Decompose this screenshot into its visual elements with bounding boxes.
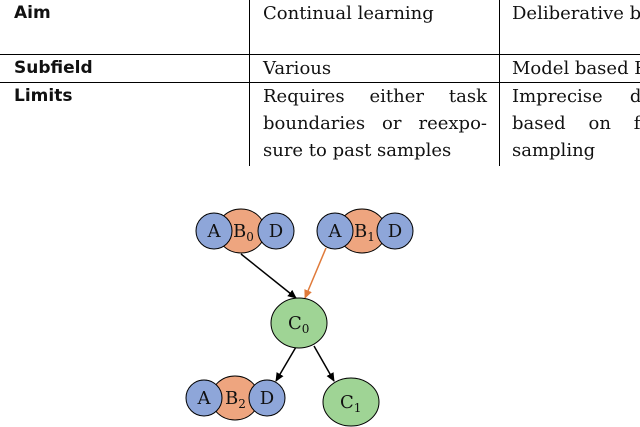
table-vrule-2c xyxy=(499,82,500,166)
row-header-limits: Limits xyxy=(14,86,73,106)
node-c1-sub: 1 xyxy=(354,401,362,415)
cell-subfield-col1: Various xyxy=(263,58,332,79)
node-d-label: D xyxy=(269,221,283,242)
node-d-label: D xyxy=(388,221,402,242)
node-c1-main: C xyxy=(340,392,354,413)
table-rule-2 xyxy=(0,82,640,83)
cell-limits-col1-line2: boundaries or reexpo- xyxy=(263,113,487,134)
node-b2-label: B2 xyxy=(225,388,246,411)
node-a-label: A xyxy=(197,388,212,409)
cell-limits-col1-line1: Requires either task xyxy=(263,86,487,107)
cell-aim-col1: Continual learning xyxy=(263,3,434,24)
node-d-label: D xyxy=(260,388,274,409)
node-c1: C1 xyxy=(322,377,380,427)
node-c0-main: C xyxy=(288,313,302,334)
node-b0-sub: 0 xyxy=(246,230,254,244)
table-vrule-2b xyxy=(499,54,500,82)
cell-subfield-col2: Model based R xyxy=(512,58,640,79)
cell-limits-col2-line3: sampling xyxy=(512,140,596,161)
cell-aim-col2: Deliberative b xyxy=(512,3,640,24)
table-vrule-1b xyxy=(249,54,250,82)
node-c0-label: C0 xyxy=(288,313,309,336)
table-vrule-2a xyxy=(499,0,500,54)
row-header-subfield: Subfield xyxy=(14,58,93,78)
table-rule-1 xyxy=(0,54,640,55)
node-a-label: A xyxy=(207,221,222,242)
node-c0: C0 xyxy=(270,297,328,349)
node-b1-label: B1 xyxy=(354,221,375,244)
node-group-abd-1: A D B1 xyxy=(316,208,414,254)
cell-limits-col2-line1: Imprecise de xyxy=(512,86,640,107)
node-b0-label: B0 xyxy=(233,221,254,244)
node-a-label: A xyxy=(328,221,343,242)
dependency-diagram: A D B0 A D B1 C0 xyxy=(0,170,640,427)
node-group-abd-0: A D B0 xyxy=(195,208,295,254)
edge-g2-c0 xyxy=(304,247,327,299)
node-d-circle xyxy=(248,379,286,417)
node-a-circle xyxy=(316,212,354,250)
diagram-svg: A D B0 A D B1 C0 xyxy=(185,208,414,427)
node-a-circle xyxy=(185,379,223,417)
node-b2-sub: 2 xyxy=(238,397,246,411)
cell-limits-col2-line2: based on fu xyxy=(512,113,640,134)
node-d-circle xyxy=(376,212,414,250)
node-b1-main: B xyxy=(354,221,367,242)
edge-c0-g3 xyxy=(275,346,297,382)
node-b1-sub: 1 xyxy=(367,230,375,244)
node-b0-main: B xyxy=(233,221,246,242)
node-a-circle xyxy=(195,212,233,250)
row-header-aim: Aim xyxy=(14,3,51,23)
edge-c0-c1 xyxy=(313,345,335,382)
table-vrule-1a xyxy=(249,0,250,54)
node-c0-ellipse xyxy=(270,297,328,349)
node-c1-label: C1 xyxy=(340,392,361,415)
comparison-table: Aim Continual learning Deliberative b Su… xyxy=(0,0,640,170)
node-d-circle xyxy=(257,212,295,250)
cell-limits-col1-line3: sure to past samples xyxy=(263,140,452,161)
node-group-abd-2: A D B2 xyxy=(185,375,286,421)
table-vrule-1c xyxy=(249,82,250,166)
node-c1-ellipse xyxy=(322,377,380,427)
edge-g1-c0 xyxy=(240,253,297,299)
node-c0-sub: 0 xyxy=(302,322,310,336)
cell-limits-col1: Requires either task boundaries or reexp… xyxy=(263,83,487,164)
node-b2-main: B xyxy=(225,388,238,409)
cell-limits-col2: Imprecise de based on fu sampling xyxy=(512,83,640,164)
